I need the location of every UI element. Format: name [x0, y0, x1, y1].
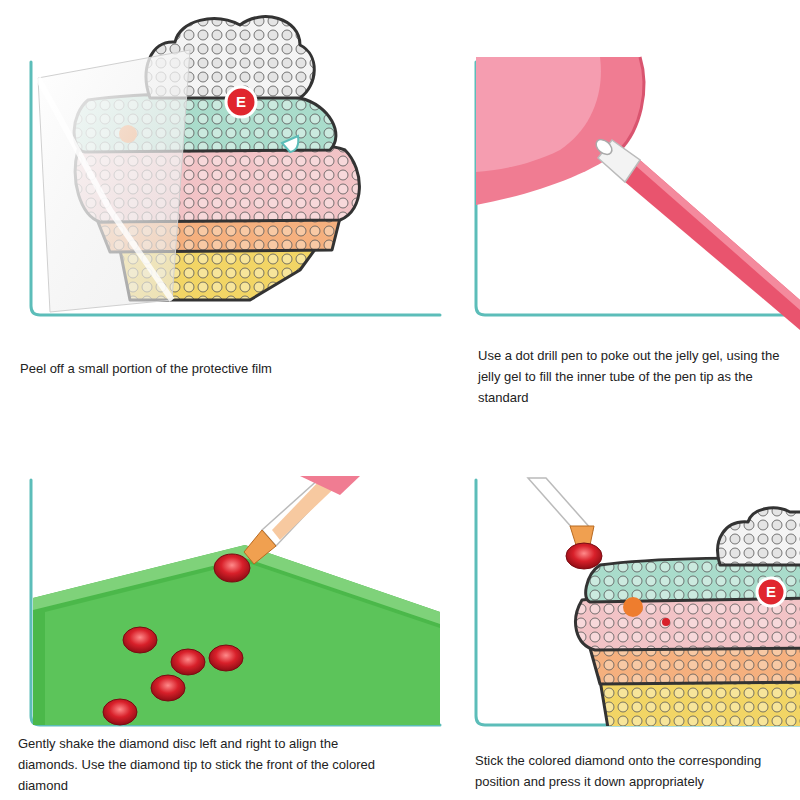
step-caption: Stick the colored diamond onto the corre… [475, 750, 795, 792]
step-panel: Stick the colored diamond onto the corre… [475, 475, 797, 725]
step-caption: Peel off a small portion of the protecti… [20, 358, 400, 379]
color-code-letter: E [231, 92, 251, 112]
color-code-letter: E [761, 582, 781, 602]
step-caption: Use a dot drill pen to poke out the jell… [478, 345, 796, 408]
step-panel: Use a dot drill pen to poke out the jell… [475, 55, 797, 315]
step-caption: Gently shake the diamond disc left and r… [18, 733, 396, 796]
step-panel: Peel off a small portion of the protecti… [30, 55, 440, 315]
step-panel: Gently shake the diamond disc left and r… [30, 475, 440, 725]
